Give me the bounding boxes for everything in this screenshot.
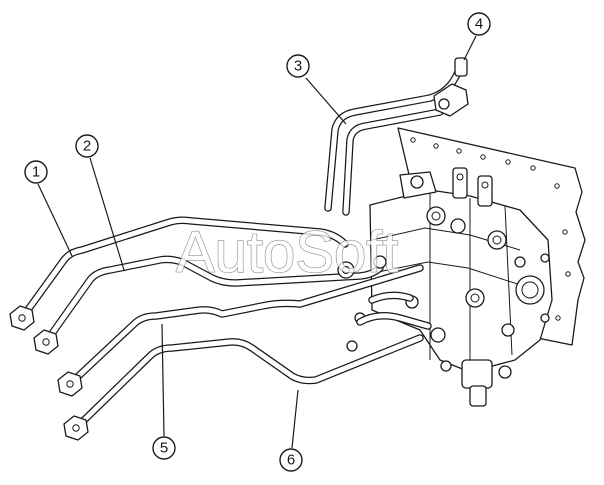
valve-ports bbox=[346, 206, 550, 352]
callout-1: 1 bbox=[24, 160, 73, 257]
pipe-1 bbox=[18, 216, 349, 322]
callout-4-label: 4 bbox=[475, 16, 483, 33]
pipe-2 bbox=[42, 255, 384, 346]
callout-1-label: 1 bbox=[32, 164, 40, 181]
watermark-text: AutoSoft bbox=[176, 220, 398, 285]
valve-spool-handles bbox=[399, 167, 493, 207]
fitting-pipe-1 bbox=[9, 305, 35, 331]
relief-valve bbox=[440, 359, 512, 407]
callout-3: 3 bbox=[286, 54, 347, 125]
callout-3-label: 3 bbox=[294, 58, 302, 75]
callout-5: 5 bbox=[152, 323, 176, 460]
end-fittings bbox=[9, 305, 89, 441]
mounting-holes bbox=[410, 137, 571, 321]
callout-6: 6 bbox=[279, 389, 303, 472]
fitting-pipe-2 bbox=[33, 329, 59, 355]
pipe-5 bbox=[66, 264, 424, 388]
pipe-4-fitting bbox=[433, 57, 469, 117]
pipe-3 bbox=[324, 58, 466, 216]
callout-6-label: 6 bbox=[287, 452, 295, 469]
callout-2-label: 2 bbox=[83, 138, 91, 155]
callout-5-label: 5 bbox=[160, 440, 168, 457]
fitting-pipe-5 bbox=[57, 371, 83, 397]
fitting-pipe-6 bbox=[63, 415, 89, 441]
pipe-6 bbox=[72, 334, 424, 432]
valve-connector-hoses bbox=[337, 255, 432, 330]
callout-4: 4 bbox=[463, 12, 491, 61]
control-valve-block bbox=[346, 167, 553, 407]
callout-2: 2 bbox=[75, 134, 125, 271]
